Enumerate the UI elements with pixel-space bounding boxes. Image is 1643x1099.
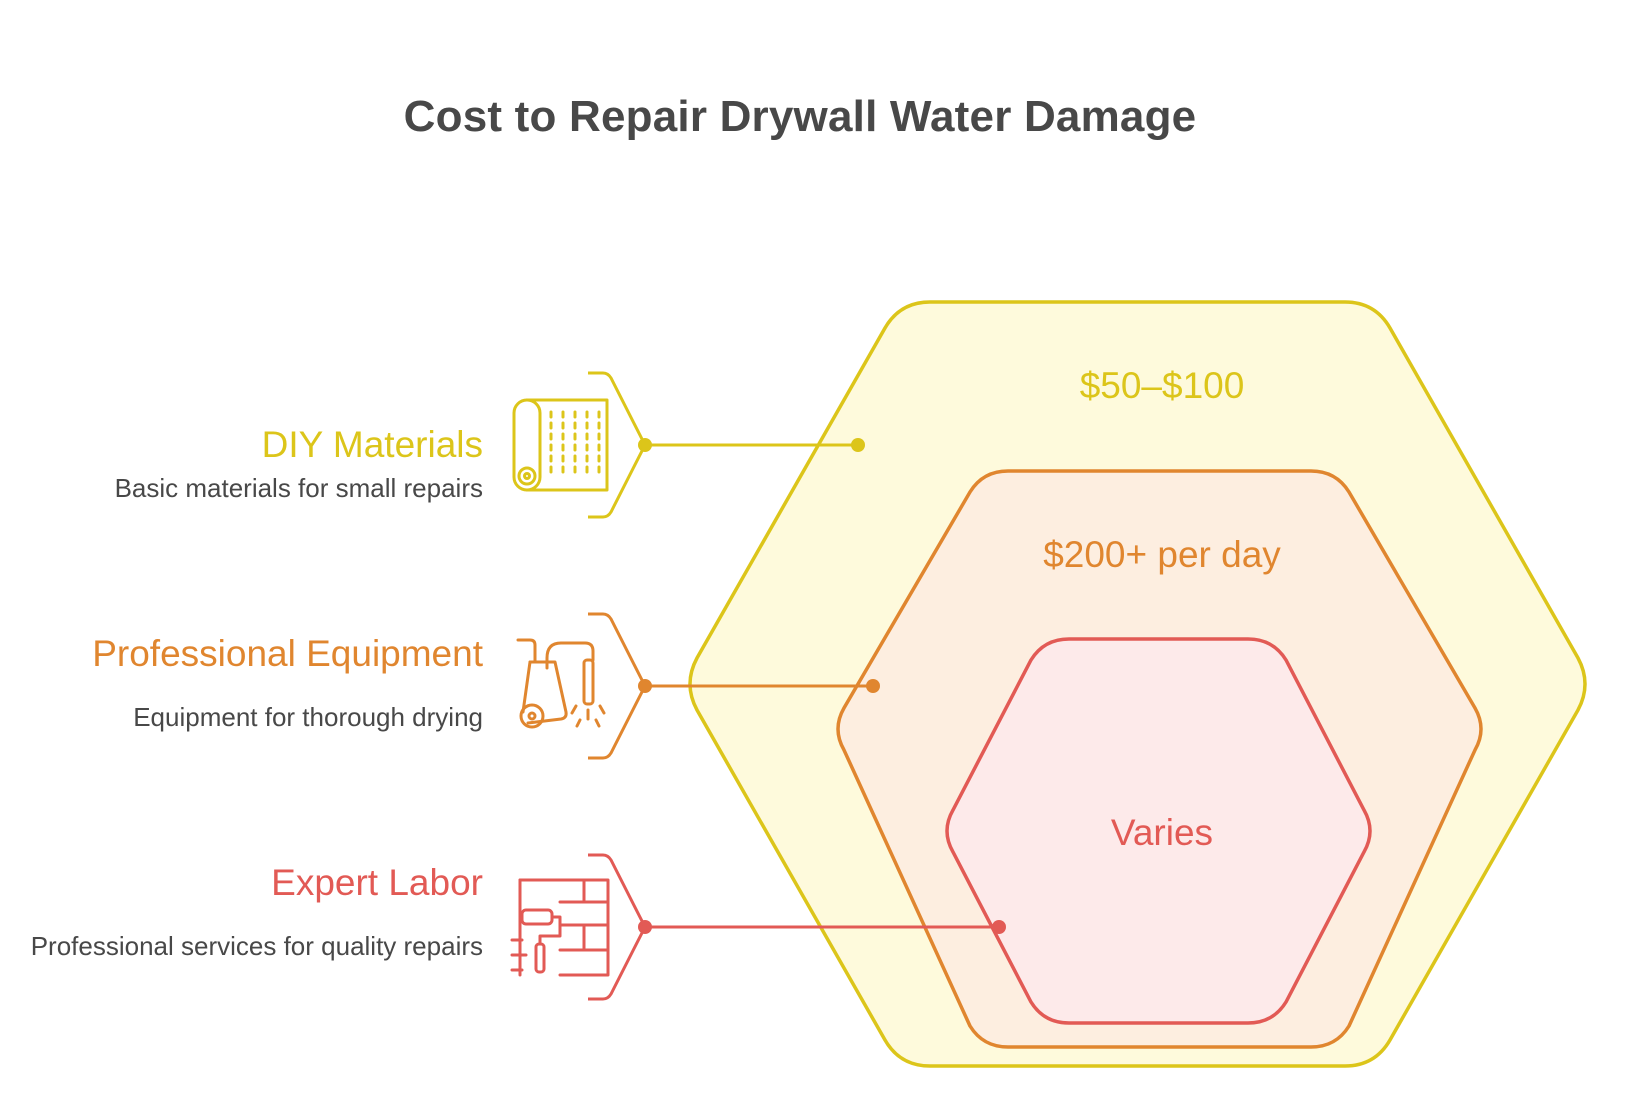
diagram-title: Cost to Repair Drywall Water Damage [403, 92, 1197, 141]
item-title-expert-labor: Expert Labor [271, 862, 483, 903]
item-title-diy-materials: DIY Materials [261, 424, 483, 465]
cost-label-professional-equipment: $200+ per day [1043, 534, 1281, 575]
paint-roller-wall-icon [510, 878, 610, 977]
hexagon-inner-expert-labor [945, 637, 1372, 1025]
item-title-professional-equipment: Professional Equipment [92, 633, 483, 674]
bracket-professional-equipment [588, 612, 647, 760]
bracket-diy-materials [588, 371, 647, 519]
cost-label-expert-labor: Varies [1111, 812, 1213, 853]
item-description-expert-labor: Professional services for quality repair… [30, 931, 483, 961]
cost-label-diy-materials: $50–$100 [1080, 365, 1245, 406]
item-description-professional-equipment: Equipment for thorough drying [133, 702, 483, 732]
item-description-diy-materials: Basic materials for small repairs [114, 473, 483, 503]
bracket-expert-labor [588, 853, 647, 1001]
pressure-washer-icon [516, 638, 606, 729]
wallpaper-roll-icon [512, 398, 609, 492]
